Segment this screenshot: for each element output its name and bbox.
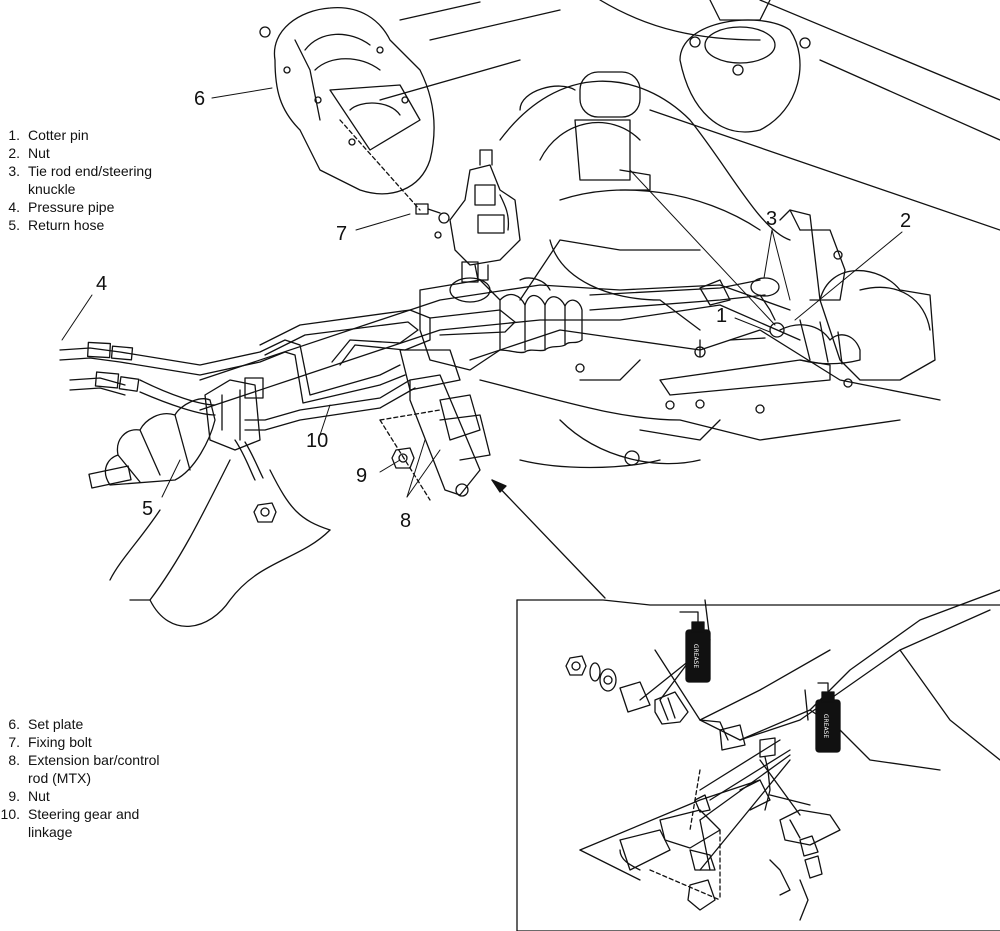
detail-inset	[516, 589, 1000, 931]
legend-item: 4. Pressure pipe	[0, 198, 152, 216]
tie-rod	[589, 277, 785, 341]
callout-4: 4	[96, 273, 108, 295]
legend-text: Pressure pipe	[28, 199, 115, 215]
legend-item: 2. Nut	[0, 144, 152, 162]
legend-number: 9.	[8, 788, 20, 804]
grease-label-1: GREASE	[692, 644, 699, 669]
extension-bar	[379, 374, 491, 501]
callout-10: 10	[306, 430, 329, 452]
legend-item: 10. Steering gear and linkage	[0, 805, 160, 841]
legend-text: Nut	[28, 788, 50, 804]
legend-bottom: 6. Set plate 7. Fixing bolt 8. Extension ba…	[0, 715, 160, 841]
fixing-bolt	[415, 203, 450, 239]
pressure-pipe	[59, 309, 516, 481]
legend-text: Extension bar/control rod (MTX)	[28, 752, 160, 786]
legend-number: 3.	[8, 163, 20, 179]
legend-text: Steering gear and linkage	[28, 806, 140, 840]
legend-number: 5.	[8, 217, 20, 233]
legend-number: 2.	[8, 145, 20, 161]
callout-9: 9	[356, 465, 368, 487]
legend-number: 8.	[8, 752, 20, 768]
callout-7: 7	[336, 223, 348, 245]
callout-8: 8	[400, 510, 412, 532]
legend-text: Fixing bolt	[28, 734, 92, 750]
legend-text: Nut	[28, 145, 50, 161]
legend-item: 7. Fixing bolt	[0, 733, 160, 751]
leader-lines	[61, 87, 903, 498]
grease-tube-1	[679, 611, 711, 683]
grease-tube-2	[815, 682, 841, 753]
legend-text: Cotter pin	[28, 127, 89, 143]
legend-text: Return hose	[28, 217, 105, 233]
legend-item: 8. Extension bar/control rod (MTX)	[0, 751, 160, 787]
callout-5: 5	[142, 498, 154, 520]
legend-item: 3. Tie rod end/steering knuckle	[0, 162, 152, 198]
set-plate	[259, 6, 435, 211]
callout-1: 1	[716, 305, 728, 327]
legend-item: 6. Set plate	[0, 715, 160, 733]
master-cylinder	[519, 71, 651, 191]
legend-number: 10.	[0, 806, 20, 822]
legend-number: 6.	[8, 716, 20, 732]
callout-2: 2	[900, 210, 912, 232]
grease-label-2: GREASE	[822, 714, 829, 739]
strut-tower	[679, 0, 811, 133]
legend-number: 4.	[8, 199, 20, 215]
callout-3: 3	[766, 208, 778, 230]
legend-text: Tie rod end/steering knuckle	[28, 163, 152, 197]
legend-number: 1.	[8, 127, 20, 143]
steering-rack	[88, 261, 801, 489]
callout-6: 6	[194, 88, 206, 110]
universal-joint	[449, 149, 521, 281]
legend-number: 7.	[8, 734, 20, 750]
legend-item: 1. Cotter pin	[0, 126, 152, 144]
legend-text: Set plate	[28, 716, 84, 732]
vehicle-body-outline	[109, 0, 1000, 627]
legend-top: 1. Cotter pin 2. Nut 3. Tie rod end/steerin…	[0, 126, 152, 234]
legend-item: 5. Return hose	[0, 216, 152, 234]
inset-pointer-arrow	[491, 479, 606, 599]
steering-knuckle	[575, 209, 936, 466]
legend-item: 9. Nut	[0, 787, 160, 805]
